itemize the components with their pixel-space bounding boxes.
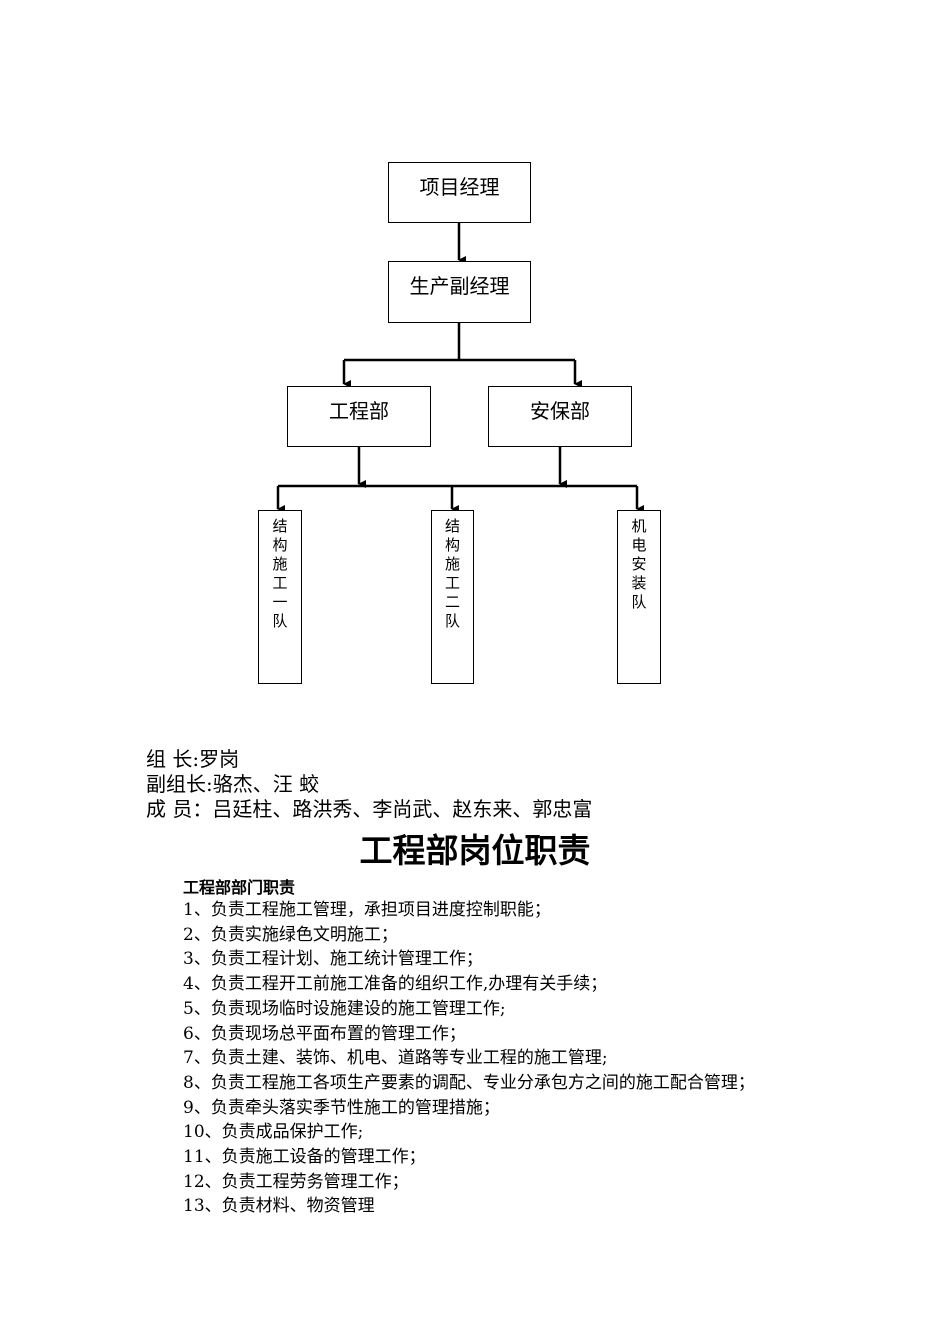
- team-label-char: 队: [631, 593, 647, 611]
- group-leader: 组 长:罗岗: [146, 747, 240, 771]
- project-manager-label: 项目经理: [419, 175, 500, 199]
- duty-item: 4、负责工程开工前施工准备的组织工作,办理有关手续；: [183, 974, 608, 995]
- team-label-char: 施: [444, 555, 460, 573]
- team-label-char: 一: [272, 593, 288, 611]
- team-box-electromechanical: 机电安装队: [617, 510, 661, 684]
- team-label-char: 二: [444, 593, 460, 611]
- duties-list: 1、负责工程施工管理，承担项目进度控制职能； 2、负责实施绿色文明施工； 3、负…: [183, 898, 755, 1219]
- duty-item: 11、负责施工设备的管理工作；: [183, 1147, 426, 1168]
- team-label-structure-1: 结构施工一队: [259, 517, 301, 631]
- engineering-dept-label: 工程部: [329, 399, 389, 423]
- team-label-char: 电: [631, 536, 647, 554]
- team-label-char: 队: [272, 612, 288, 630]
- duty-item: 5、负责现场临时设施建设的施工管理工作;: [183, 998, 506, 1019]
- team-label-char: 安: [631, 555, 647, 573]
- engineering-dept-box: 工程部: [287, 386, 431, 447]
- duty-item: 12、负责工程劳务管理工作；: [183, 1171, 409, 1192]
- duty-item: 2、负责实施绿色文明施工；: [183, 924, 398, 945]
- duty-item: 10、负责成品保护工作;: [183, 1122, 364, 1143]
- team-label-char: 工: [272, 574, 288, 592]
- deputy-manager-box: 生产副经理: [388, 261, 531, 323]
- team-label-char: 构: [272, 536, 288, 554]
- group-members: 成 员：吕廷柱、路洪秀、李尚武、赵东来、郭忠富: [146, 797, 593, 821]
- team-label-char: 施: [272, 555, 288, 573]
- team-label-electromechanical: 机电安装队: [618, 517, 660, 612]
- project-manager-box: 项目经理: [388, 162, 531, 223]
- team-box-structure-2: 结构施工二队: [431, 510, 474, 684]
- team-label-char: 结: [272, 517, 288, 535]
- duty-item: 1、负责工程施工管理，承担项目进度控制职能；: [183, 900, 551, 920]
- security-dept-box: 安保部: [488, 386, 632, 447]
- duty-item: 7、负责土建、装饰、机电、道路等专业工程的施工管理;: [183, 1048, 608, 1069]
- team-label-char: 工: [444, 574, 460, 592]
- team-box-structure-1: 结构施工一队: [258, 510, 302, 684]
- team-label-char: 装: [631, 574, 647, 592]
- org-chart-connectors: [276, 223, 644, 513]
- page-title: 工程部岗位职责: [359, 831, 591, 870]
- team-label-char: 构: [444, 536, 460, 554]
- duty-item: 8、负责工程施工各项生产要素的调配、专业分承包方之间的施工配合管理；: [183, 1072, 755, 1093]
- duty-item: 6、负责现场总平面布置的管理工作；: [183, 1023, 466, 1044]
- group-deputy: 副组长:骆杰、汪 蛟: [146, 772, 320, 796]
- duty-item: 9、负责牵头落实季节性施工的管理措施；: [183, 1097, 500, 1118]
- security-dept-label: 安保部: [530, 399, 590, 423]
- team-label-structure-2: 结构施工二队: [432, 517, 473, 631]
- team-label-char: 机: [631, 517, 647, 535]
- deputy-manager-label: 生产副经理: [409, 274, 510, 298]
- duty-item: 3、负责工程计划、施工统计管理工作；: [183, 949, 483, 970]
- team-label-char: 结: [444, 517, 460, 535]
- section-heading: 工程部部门职责: [183, 878, 296, 897]
- team-label-char: 队: [444, 612, 460, 630]
- duty-item: 13、负责材料、物资管理: [183, 1196, 375, 1217]
